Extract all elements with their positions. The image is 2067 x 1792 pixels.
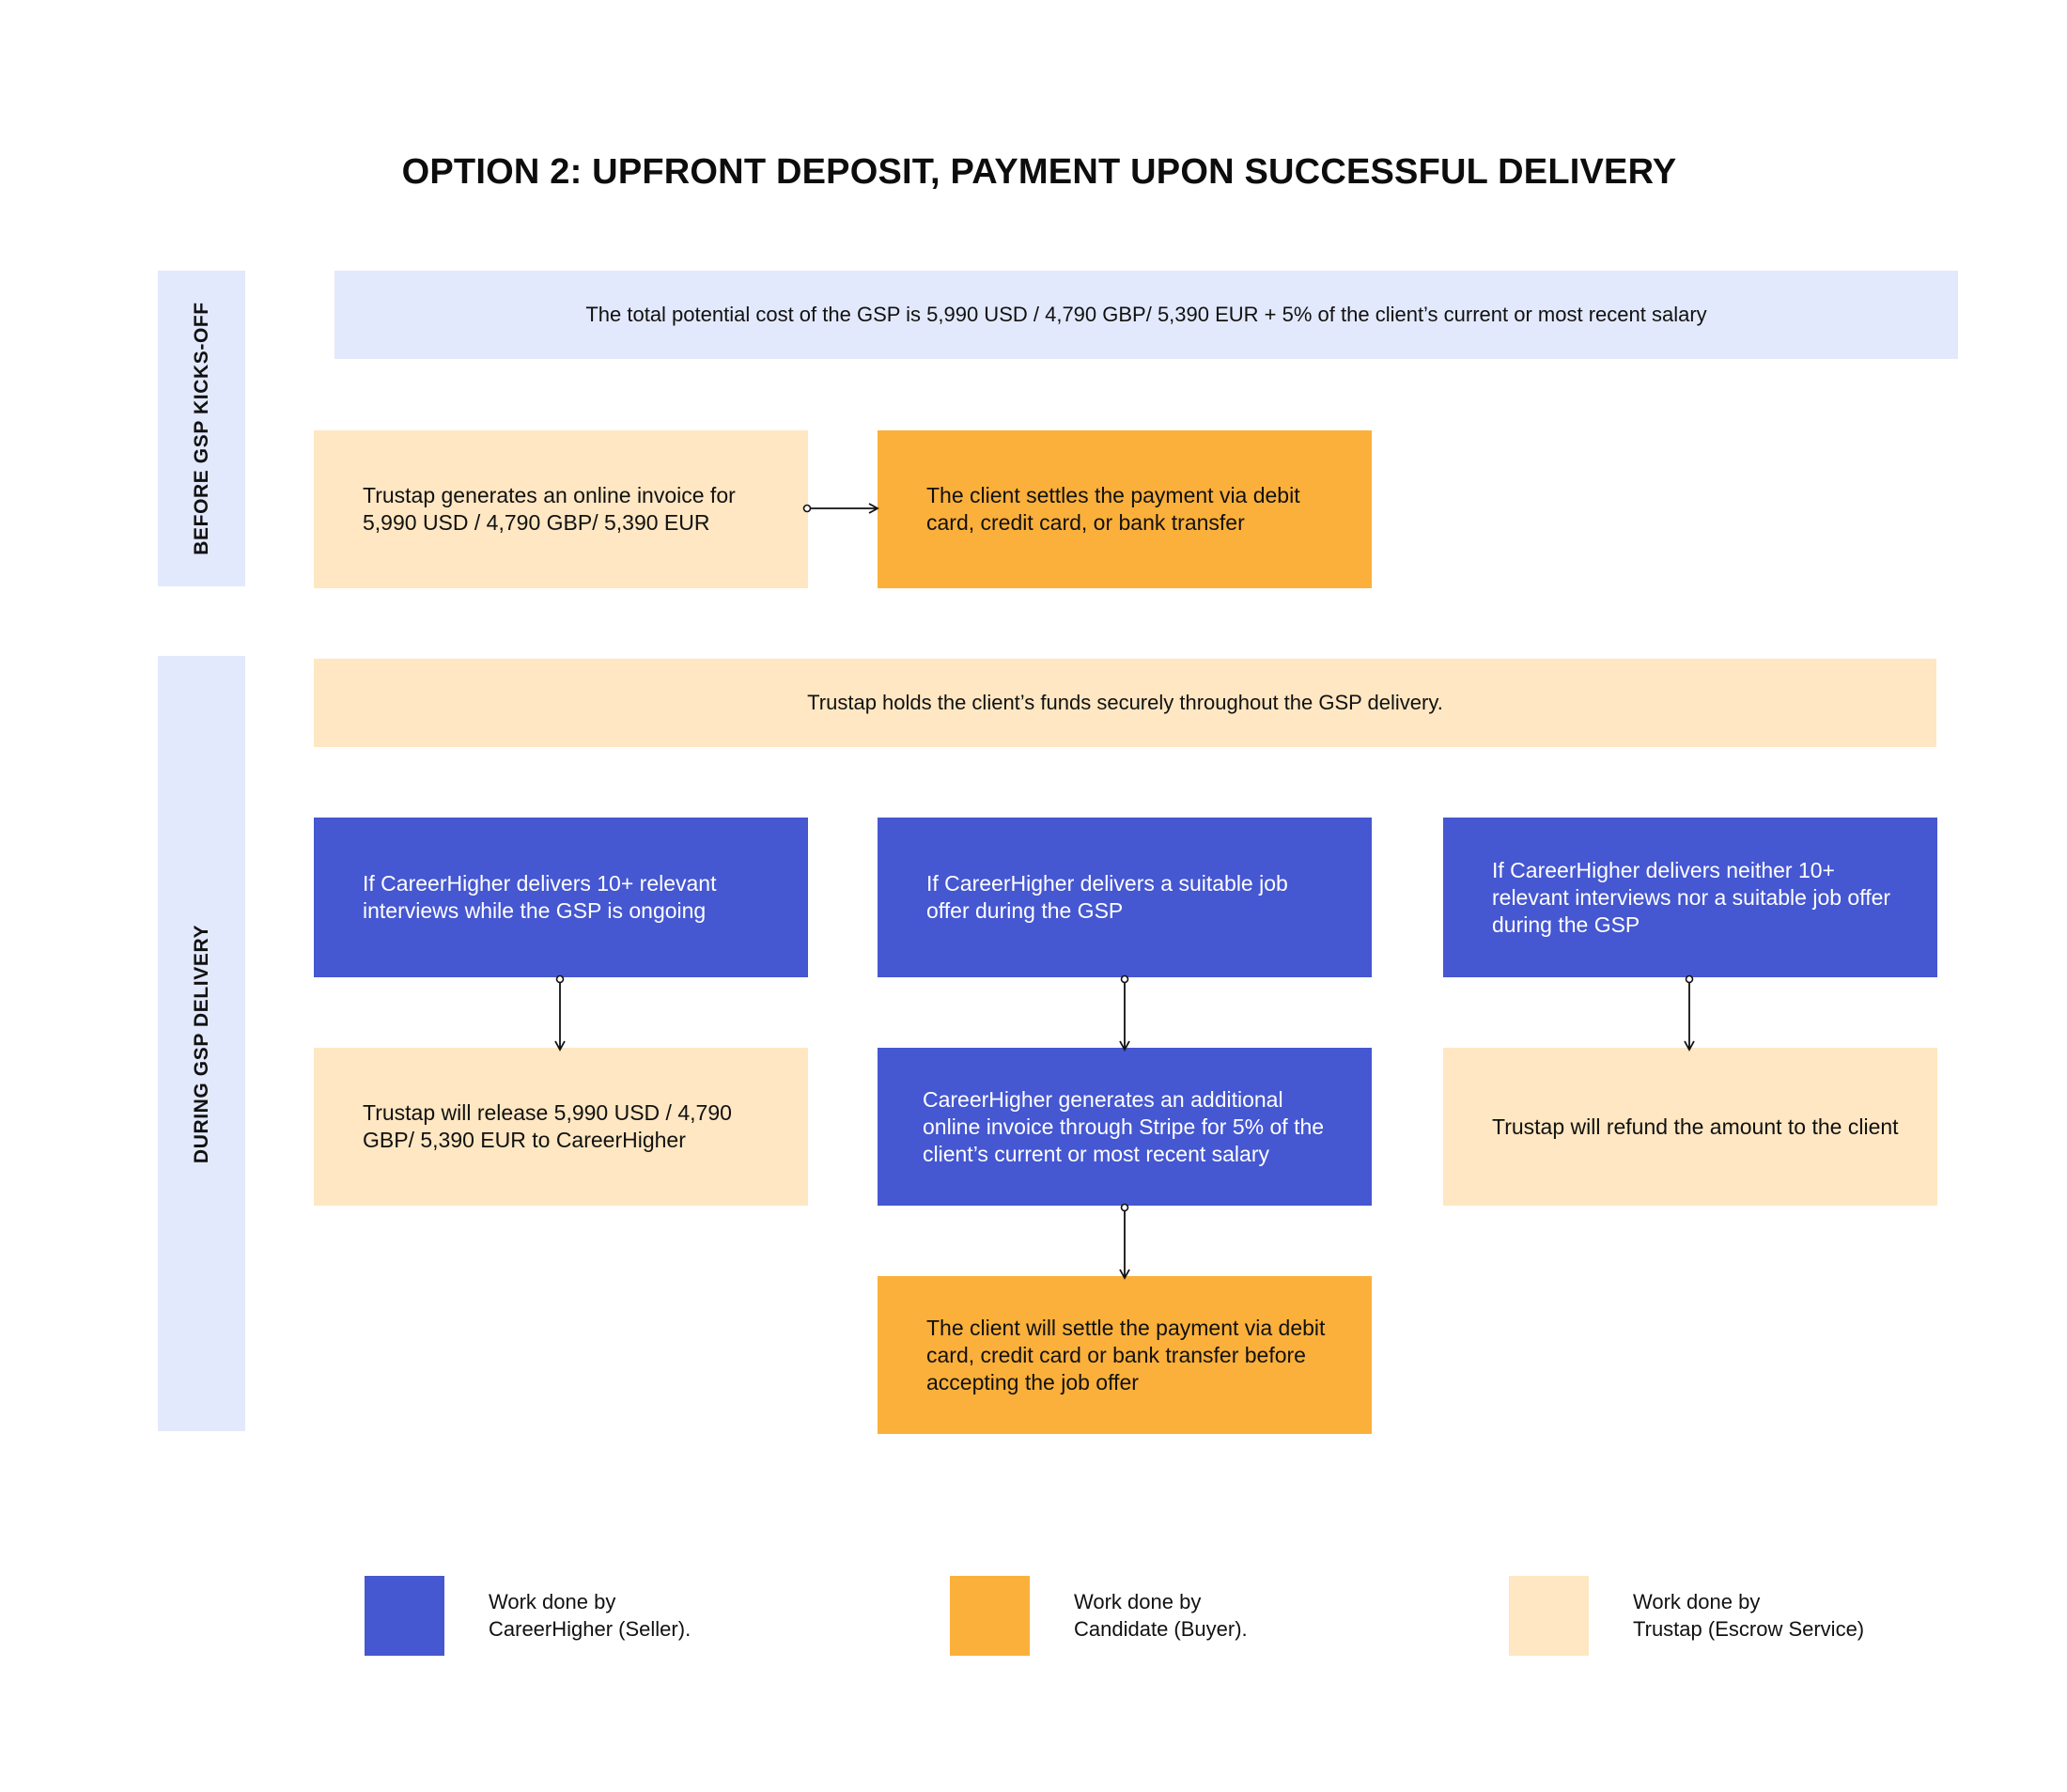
final-settle-step: The client will settle the payment via d… (878, 1276, 1372, 1434)
total-cost-text: The total potential cost of the GSP is 5… (585, 303, 1707, 326)
condition-job-offer: If CareerHigher delivers a suitable job … (878, 818, 1372, 977)
legend-seller-line2: CareerHigher (Seller). (489, 1617, 692, 1641)
stripe-invoice-step: CareerHigher generates an additional onl… (878, 1048, 1372, 1206)
total-cost-note: The total potential cost of the GSP is 5… (334, 271, 1958, 359)
condition-neither-text: If CareerHigher delivers neither 10+ rel… (1492, 857, 1891, 937)
stripe-invoice-step-text: CareerHigher generates an additional onl… (923, 1086, 1325, 1166)
condition-job-offer-text: If CareerHigher delivers a suitable job … (926, 871, 1288, 923)
arrow-interviews-to-release (554, 974, 566, 1052)
phase-band-during: DURING GSP DELIVERY (158, 656, 245, 1431)
arrow-joboffer-to-stripe (1119, 974, 1130, 1052)
legend-buyer-line1: Work done by (1074, 1590, 1202, 1613)
legend-seller-line1: Work done by (489, 1590, 616, 1613)
legend-swatch-buyer (950, 1576, 1030, 1656)
release-step: Trustap will release 5,990 USD / 4,790 G… (314, 1048, 808, 1206)
arrow-stripe-to-final-settle (1119, 1203, 1130, 1280)
condition-interviews-text: If CareerHigher delivers 10+ relevant in… (363, 871, 717, 923)
settle-step-text: The client settles the payment via debit… (926, 483, 1300, 535)
page-title: OPTION 2: UPFRONT DEPOSIT, PAYMENT UPON … (401, 152, 1677, 192)
holds-funds-note: Trustap holds the client’s funds securel… (314, 659, 1936, 747)
refund-step: Trustap will refund the amount to the cl… (1443, 1048, 1937, 1206)
final-settle-step-text: The client will settle the payment via d… (926, 1315, 1326, 1395)
condition-interviews: If CareerHigher delivers 10+ relevant in… (314, 818, 808, 977)
legend-buyer-line2: Candidate (Buyer). (1074, 1617, 1248, 1641)
holds-funds-text: Trustap holds the client’s funds securel… (807, 691, 1443, 714)
legend-label-escrow: Work done by Trustap (Escrow Service) (1633, 1588, 1864, 1643)
legend-label-seller: Work done by CareerHigher (Seller). (489, 1588, 691, 1643)
legend-escrow-line1: Work done by (1633, 1590, 1761, 1613)
legend-label-buyer: Work done by Candidate (Buyer). (1074, 1588, 1248, 1643)
legend-swatch-escrow (1509, 1576, 1589, 1656)
legend-swatch-seller (365, 1576, 444, 1656)
arrow-invoice-to-settle (802, 503, 879, 514)
phase-band-before: BEFORE GSP KICKS-OFF (158, 271, 245, 586)
refund-step-text: Trustap will refund the amount to the cl… (1492, 1114, 1899, 1139)
release-step-text: Trustap will release 5,990 USD / 4,790 G… (363, 1100, 732, 1152)
legend-escrow-line2: Trustap (Escrow Service) (1633, 1617, 1865, 1641)
condition-neither: If CareerHigher delivers neither 10+ rel… (1443, 818, 1937, 977)
invoice-step-text: Trustap generates an online invoice for … (363, 483, 736, 535)
invoice-step: Trustap generates an online invoice for … (314, 430, 808, 588)
arrow-neither-to-refund (1684, 974, 1695, 1052)
settle-step: The client settles the payment via debit… (878, 430, 1372, 588)
